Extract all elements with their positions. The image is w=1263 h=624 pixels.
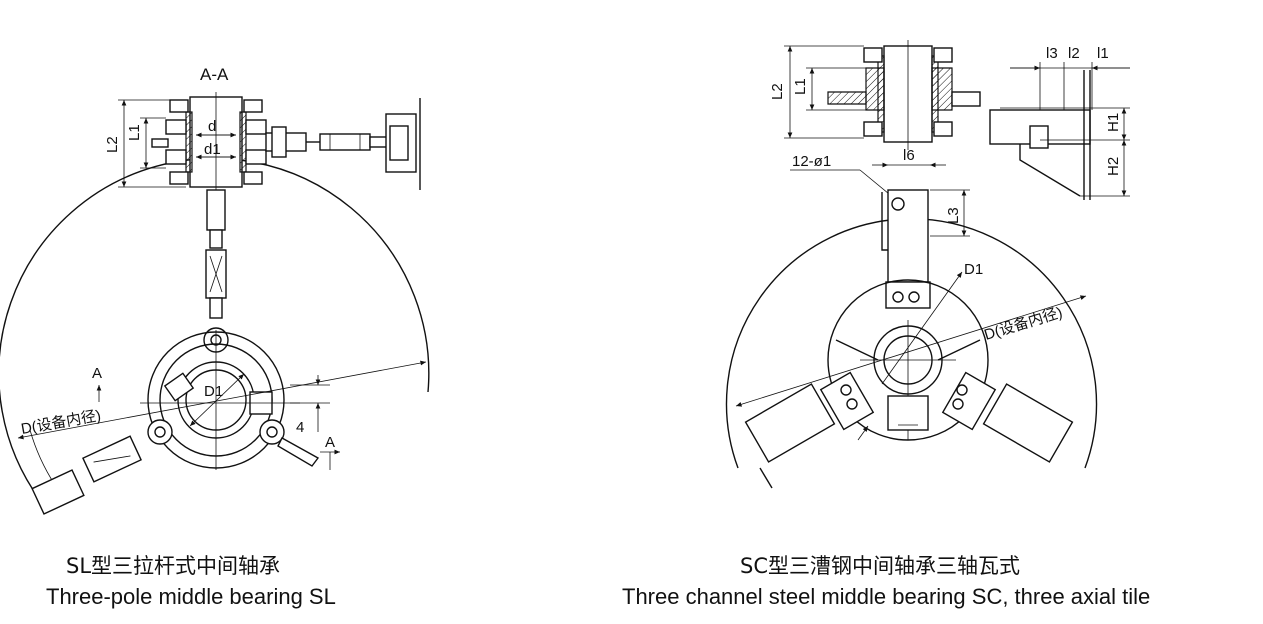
dim-l1: L1 [126,124,143,141]
sc-lower-left-channel [744,371,875,489]
caption-cn-sc: SC型三漕钢中间轴承三轴瓦式 [740,554,1020,578]
dim-h1: H1 [1105,113,1122,132]
dim-small-l3: l3 [1046,45,1058,62]
dim-d1-right: D1 [964,261,983,278]
sl-bearing-diagram: A-A L2 L1 d d1 [0,65,430,609]
sc-lower-right-channel [941,371,1074,463]
dim-d1: d1 [204,141,221,158]
dim-d: d [208,118,216,135]
dim-four: 4 [296,419,304,436]
caption-en-sc: Three channel steel middle bearing SC, t… [622,584,1150,609]
dim-small-l1: l1 [1097,45,1109,62]
section-a-a-view [118,92,421,200]
vessel-wall-arc-inner [29,429,56,486]
dim-d-inner-right: D(设备内径) [982,304,1064,344]
dim-holes: 12-ø1 [792,153,831,170]
section-mark-a-top: A [92,365,102,382]
dim-small-l2: l2 [1068,45,1080,62]
dim-l2-right: L2 [769,83,786,100]
sc-top-section-view [784,40,1130,200]
dim-d1-left: D1 [204,383,223,400]
dim-l3-right: L3 [945,207,962,224]
sc-bearing-diagram: L2 L1 l3 l2 l1 H1 H2 l6 12-ø1 L3 [622,40,1150,609]
dim-l1-right: L1 [792,78,809,95]
dim-l6: l6 [903,147,915,164]
vessel-wall-arc [0,157,430,501]
dim-l2: L2 [104,136,121,153]
caption-en-sl: Three-pole middle bearing SL [46,584,336,609]
dim-h2: H2 [1105,157,1122,176]
section-mark-a-right: A [325,434,335,451]
vertical-tie-rod [203,189,229,353]
dim-d-inner-left: D(设备内径) [20,407,103,438]
section-label-a-a: A-A [200,65,229,84]
caption-cn-sl: SL型三拉杆式中间轴承 [66,554,280,578]
